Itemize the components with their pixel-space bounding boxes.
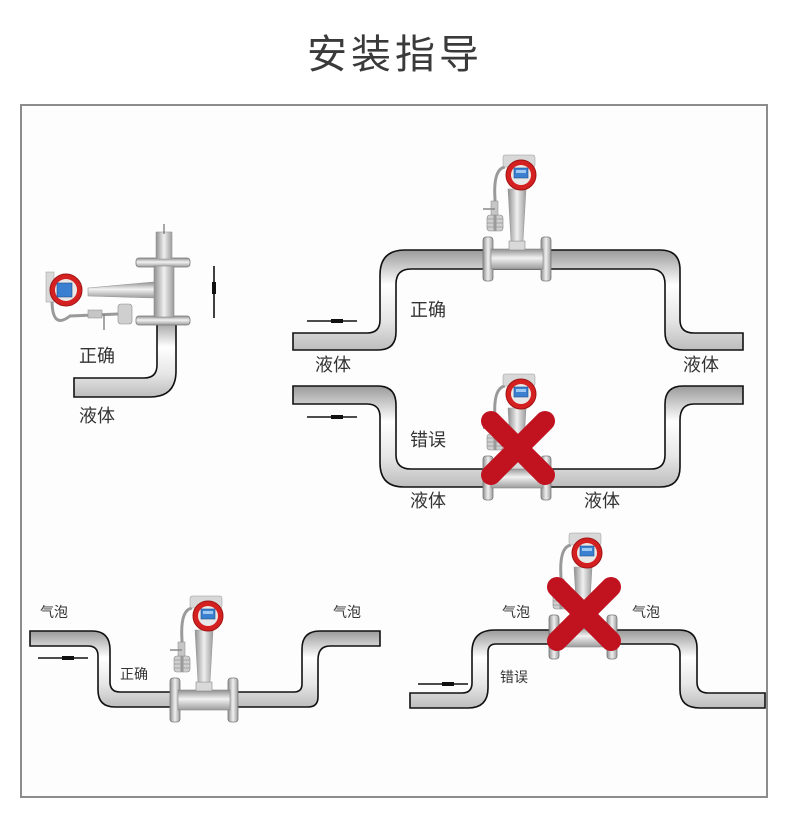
meter-arm (87, 281, 155, 299)
status-label: 错误 (410, 430, 446, 451)
flange-bottom (135, 315, 191, 326)
status-label: 正确 (120, 667, 148, 683)
panel-gas-raised: 错误 气泡 气泡 (409, 531, 766, 709)
bubble-label-left: 气泡 (502, 605, 530, 621)
capillary-tube (50, 299, 119, 322)
pipe-stub (155, 231, 173, 260)
status-label: 正确 (79, 346, 115, 367)
medium-label-right: 液体 (683, 355, 719, 376)
page-title: 安装指导 (307, 32, 483, 78)
panel-vertical-liquid: 正确 液体 (45, 224, 216, 427)
flange-top (135, 257, 191, 268)
flow-arrow-icon (37, 655, 89, 661)
medium-label-bottom-right: 液体 (584, 491, 620, 512)
status-label: 正确 (410, 300, 446, 321)
flowmeter (168, 594, 240, 724)
panel-liquid-raised: 正确 液体 液体 (292, 153, 744, 376)
status-label: 错误 (500, 670, 528, 686)
flow-arrow-icon (212, 266, 216, 318)
flow-arrow-icon (306, 414, 358, 420)
meter-body (153, 265, 175, 318)
medium-label-bottom-left: 液体 (410, 491, 446, 512)
bubble-label-right: 气泡 (333, 605, 361, 621)
heat-sink (117, 303, 133, 325)
pipe (292, 249, 744, 351)
bubble-label-left: 气泡 (40, 605, 68, 621)
flow-arrow-icon (306, 318, 358, 324)
pipe (292, 385, 744, 488)
meter-display (56, 282, 73, 298)
flowmeter (481, 153, 553, 283)
medium-label: 液体 (79, 406, 115, 427)
panel-liquid-lowered: 错误 液体 液体 (292, 372, 744, 512)
pipe (29, 630, 381, 708)
bubble-label-right: 气泡 (632, 605, 660, 621)
medium-label-left: 液体 (315, 355, 351, 376)
flow-arrow-icon (417, 681, 469, 687)
panel-gas-lowered: 正确 气泡 气泡 (29, 594, 381, 724)
pipe (409, 629, 766, 709)
